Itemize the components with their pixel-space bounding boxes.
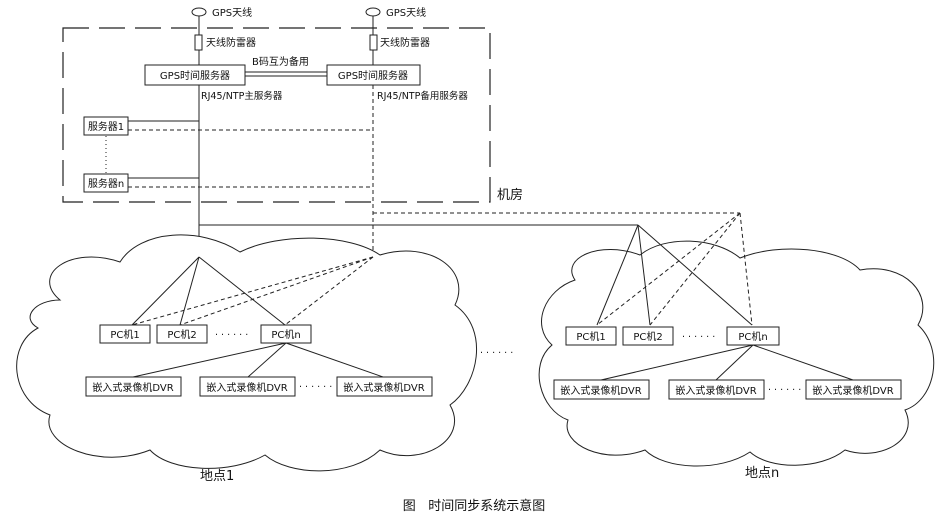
server-n-label: 服务器n xyxy=(88,177,124,190)
figure-caption: 图 时间同步系统示意图 xyxy=(403,498,545,514)
site-1-pc-2-box xyxy=(156,324,208,344)
site-n-cloud xyxy=(538,240,935,467)
machine-room-boundary xyxy=(62,27,491,203)
site-1-dvr-2-label: 嵌入式录像机DVR xyxy=(206,381,287,394)
between-sites-ellipsis: · · · · · · xyxy=(480,348,513,359)
site-1-dvr-2-box xyxy=(199,376,296,397)
site-1-dvr-1-box xyxy=(85,376,182,397)
server-n-box xyxy=(83,173,129,193)
server-1-box xyxy=(83,116,129,136)
site-n-pc-2-label: PC机2 xyxy=(633,330,662,343)
site-n-dvr-ellipsis: · · · · · · xyxy=(768,385,801,396)
machine-room-label: 机房 xyxy=(497,187,523,203)
site-n-pc-2-box xyxy=(622,326,674,346)
site-n-dvr-2-box xyxy=(668,379,765,400)
site-n-dvr-2-label: 嵌入式录像机DVR xyxy=(675,384,756,397)
site-1-pc-2-label: PC机2 xyxy=(167,328,196,341)
site-n-label: 地点n xyxy=(745,466,779,481)
site-n-dvr-3-box xyxy=(805,379,902,400)
antenna-right-icon xyxy=(365,7,381,35)
ntp-main-label: RJ45/NTP主服务器 xyxy=(201,90,283,102)
ntp-backup-label: RJ45/NTP备用服务器 xyxy=(377,90,468,102)
gps-server-left-label: GPS时间服务器 xyxy=(160,69,230,82)
site-n-pc-ellipsis: · · · · · · xyxy=(682,332,715,343)
site-n-pc-1-box xyxy=(565,326,617,346)
site-n-pc-1-label: PC机1 xyxy=(576,330,605,343)
site-1-dvr-3-box xyxy=(336,376,433,397)
antenna-left-label: GPS天线 xyxy=(212,6,252,19)
site-1-label: 地点1 xyxy=(200,469,234,484)
server-1-label: 服务器1 xyxy=(88,120,124,133)
site-1-cloud xyxy=(16,234,478,472)
site-1-dvr-3-label: 嵌入式录像机DVR xyxy=(343,381,424,394)
site-1-dvr-1-label: 嵌入式录像机DVR xyxy=(92,381,173,394)
site-1-pc-1-box xyxy=(99,324,151,344)
site-1-dvr-ellipsis: · · · · · · xyxy=(299,382,332,393)
arrester-left-label: 天线防雷器 xyxy=(206,36,256,49)
site-n-dvr-3-label: 嵌入式录像机DVR xyxy=(812,384,893,397)
b-code-link xyxy=(244,71,328,77)
site-1-pc-n-label: PC机n xyxy=(271,328,300,341)
site-n-dvr-1-label: 嵌入式录像机DVR xyxy=(560,384,641,397)
antenna-right-label: GPS天线 xyxy=(386,6,426,19)
site-1-pc-ellipsis: · · · · · · xyxy=(215,330,248,341)
gps-server-right-label: GPS时间服务器 xyxy=(338,69,408,82)
antenna-left-icon xyxy=(191,7,207,35)
arrester-right-icon xyxy=(369,34,378,51)
arrester-right-label: 天线防雷器 xyxy=(380,36,430,49)
site-n-pc-n-label: PC机n xyxy=(738,330,767,343)
arrester-left-icon xyxy=(194,34,203,51)
b-code-label: B码互为备用 xyxy=(252,55,309,68)
site-n-dvr-1-box xyxy=(553,379,650,400)
site-1-pc-1-label: PC机1 xyxy=(110,328,139,341)
